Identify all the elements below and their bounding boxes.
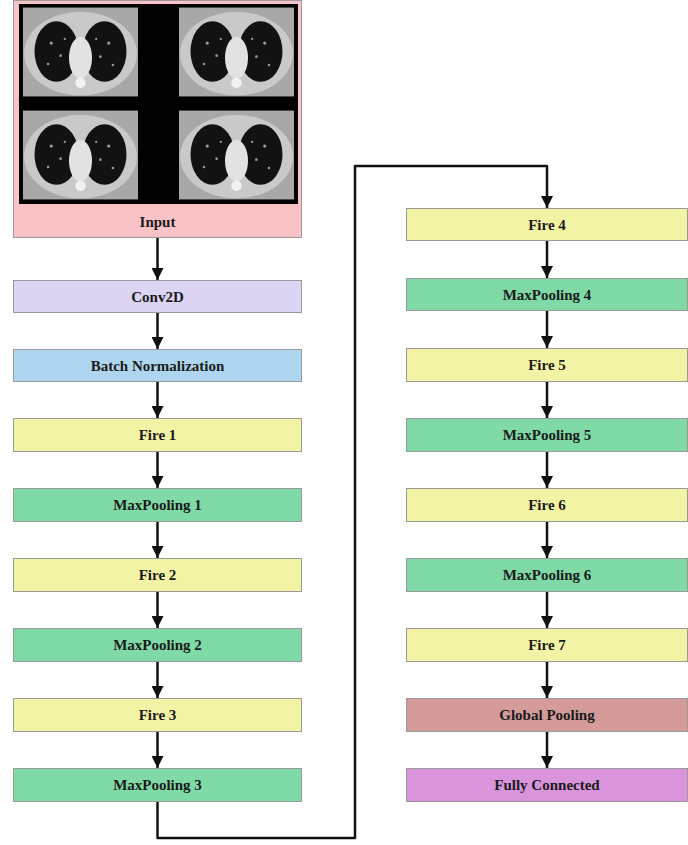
flow-arrow xyxy=(156,662,159,698)
maxpool-box: MaxPooling 5 xyxy=(406,418,688,452)
flow-arrow xyxy=(546,662,549,698)
flow-arrow xyxy=(156,238,159,280)
conv-box: Conv2D xyxy=(13,280,302,313)
flow-arrow xyxy=(156,522,159,558)
maxpool-box: MaxPooling 1 xyxy=(13,488,302,522)
box-label: MaxPooling 2 xyxy=(113,636,202,654)
fire-box: Fire 2 xyxy=(13,558,302,592)
flow-arrow xyxy=(546,311,549,348)
fire-box: Fire 6 xyxy=(406,488,688,522)
flow-arrow xyxy=(546,522,549,558)
box-label: Fire 3 xyxy=(139,706,177,724)
box-label: MaxPooling 1 xyxy=(113,496,202,514)
box-label: Fire 7 xyxy=(528,636,566,654)
ct-scan-illustration xyxy=(14,1,303,239)
flow-arrow xyxy=(156,732,159,768)
box-label: Conv2D xyxy=(131,288,184,306)
box-label: Fire 6 xyxy=(528,496,566,514)
flow-arrow xyxy=(546,452,549,488)
fire-box: Fire 4 xyxy=(406,208,688,241)
fire-box: Fire 5 xyxy=(406,348,688,382)
global-pooling-box: Global Pooling xyxy=(406,698,688,732)
box-label: Fire 5 xyxy=(528,356,566,374)
flow-arrow xyxy=(156,452,159,488)
box-label: Global Pooling xyxy=(499,706,594,724)
fire-box: Fire 7 xyxy=(406,628,688,662)
box-label: Fire 4 xyxy=(528,216,566,234)
box-label: Batch Normalization xyxy=(91,357,225,375)
input-box: Input xyxy=(13,0,302,238)
flow-arrow xyxy=(156,382,159,418)
box-label: Fully Connected xyxy=(494,776,599,794)
batchnorm-box: Batch Normalization xyxy=(13,349,302,382)
maxpool-box: MaxPooling 3 xyxy=(13,768,302,802)
flow-arrow xyxy=(546,732,549,768)
box-label: Fire 2 xyxy=(139,566,177,584)
flow-arrow xyxy=(156,313,159,349)
flow-arrow xyxy=(546,241,549,278)
flow-arrow xyxy=(156,592,159,628)
fire-box: Fire 1 xyxy=(13,418,302,452)
box-label: Input xyxy=(140,213,176,231)
maxpool-box: MaxPooling 4 xyxy=(406,278,688,311)
flow-arrow xyxy=(546,382,549,418)
fully-connected-box: Fully Connected xyxy=(406,768,688,802)
fire-box: Fire 3 xyxy=(13,698,302,732)
maxpool-box: MaxPooling 6 xyxy=(406,558,688,592)
flow-arrow xyxy=(546,592,549,628)
box-label: MaxPooling 4 xyxy=(503,286,592,304)
box-label: MaxPooling 3 xyxy=(113,776,202,794)
maxpool-box: MaxPooling 2 xyxy=(13,628,302,662)
box-label: MaxPooling 6 xyxy=(503,566,592,584)
box-label: MaxPooling 5 xyxy=(503,426,592,444)
box-label: Fire 1 xyxy=(139,426,177,444)
